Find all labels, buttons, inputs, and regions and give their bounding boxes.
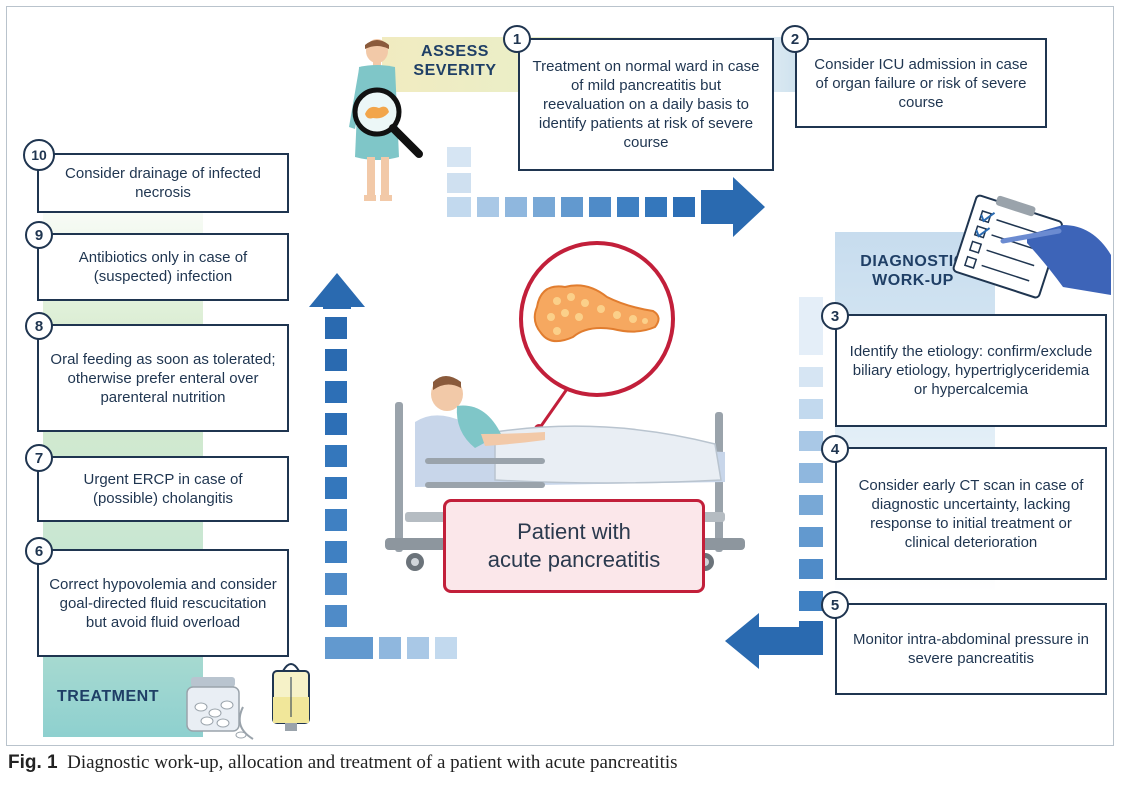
step-5-number: 5 — [821, 591, 849, 619]
step-4-box: Consider early CT scan in case of diagno… — [835, 447, 1107, 580]
step-10-number: 10 — [23, 139, 55, 171]
pancreas-icon — [533, 284, 660, 343]
flow-arrows — [309, 147, 823, 669]
magnifier-icon — [352, 87, 423, 158]
step-9-box: Antibiotics only in case of (suspected) … — [37, 233, 289, 301]
treatment-label: TREATMENT — [57, 688, 159, 705]
diagnostic-workup-label: DIAGNOSTIC WORK-UP — [860, 253, 966, 289]
step-4-number: 4 — [821, 435, 849, 463]
iv-bag-icon — [238, 663, 310, 740]
caption-text: Diagnostic work-up, allocation and treat… — [67, 752, 678, 773]
step-9-number: 9 — [25, 221, 53, 249]
step-1-number: 1 — [503, 25, 531, 53]
top-flow-arrow — [447, 147, 765, 237]
pills-jar-icon — [186, 677, 247, 739]
step-5-box: Monitor intra-abdominal pressure in seve… — [835, 603, 1107, 695]
caption-prefix: Fig. 1 — [8, 752, 58, 773]
left-flow-arrow — [309, 273, 457, 659]
assess-severity-label: ASSESS SEVERITY — [413, 43, 497, 79]
step-8-number: 8 — [25, 312, 53, 340]
step-2-box: Consider ICU admission in case of organ … — [795, 38, 1047, 128]
step-7-box: Urgent ERCP in case of (possible) cholan… — [37, 456, 289, 522]
step-3-number: 3 — [821, 302, 849, 330]
center-patient-label: Patient with acute pancreatitis — [443, 499, 705, 593]
step-6-box: Correct hypovolemia and consider goal-di… — [37, 549, 289, 657]
figure-caption: Fig. 1 Diagnostic work-up, allocation an… — [8, 752, 678, 774]
checklist-icon — [952, 194, 1111, 299]
step-1-box: Treatment on normal ward in case of mild… — [518, 38, 774, 171]
right-flow-arrow — [725, 297, 823, 669]
figure-frame: ASSESS SEVERITY DIAGNOSTIC WORK-UP TREAT… — [6, 6, 1114, 746]
step-10-box: Consider drainage of infected necrosis — [37, 153, 289, 213]
step-6-number: 6 — [25, 537, 53, 565]
step-8-box: Oral feeding as soon as tolerated; other… — [37, 324, 289, 432]
step-3-box: Identify the etiology: confirm/exclude b… — [835, 314, 1107, 427]
step-2-number: 2 — [781, 25, 809, 53]
step-7-number: 7 — [25, 444, 53, 472]
